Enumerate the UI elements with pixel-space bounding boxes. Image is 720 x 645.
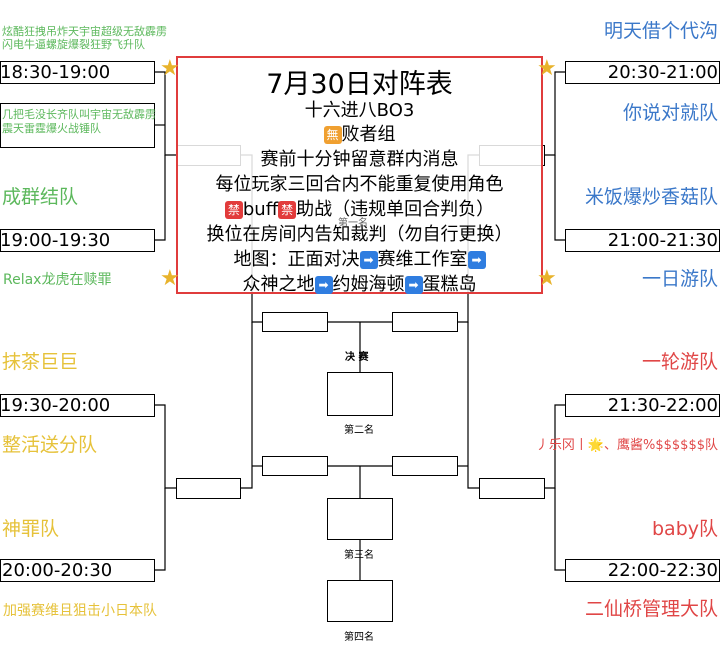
match-box-left-4 — [0, 559, 155, 582]
semi-box-right — [392, 312, 458, 332]
page-title: 7月30日对阵表 — [266, 69, 453, 100]
semi-box-left — [262, 312, 328, 332]
first-place-label: 第一名 — [338, 218, 368, 229]
left-1-team-b: 几把毛没长齐队叫宇宙无敌霹雳震天雷霆爆火战锤队 — [2, 108, 156, 135]
right-2-team-b: 一日游队 — [641, 268, 718, 290]
match-box-left-2 — [0, 229, 155, 252]
third-place-box — [327, 498, 393, 540]
right-2-team-a: 米饭爆炒香菇队 — [584, 186, 718, 208]
match-box-left-3 — [0, 394, 155, 417]
arrow-icon: ➡ — [359, 251, 378, 269]
map-line-2: 众神之地➡约姆海顿➡蛋糕岛 — [178, 270, 541, 296]
map-3: 众神之地 — [242, 274, 315, 295]
left-2-team-a: 成群结队 — [2, 186, 79, 208]
bracket-group-label: 败者组 — [341, 124, 396, 145]
map-2: 赛维工作室 — [377, 249, 468, 270]
right-4-time: 22:00-22:30 — [607, 560, 718, 581]
arrow-icon: ➡ — [314, 276, 333, 294]
second-place-label: 第二名 — [344, 425, 374, 436]
semi-box-left-lower — [262, 456, 328, 476]
right-2-time: 21:00-21:30 — [607, 230, 718, 251]
right-3-team-a: 一轮游队 — [641, 351, 718, 373]
left-4-time: 20:00-20:30 — [2, 560, 113, 581]
rule-line-3: 换位在房间内告知裁判（勿自行更换） — [206, 224, 513, 245]
map-line-1: 地图：正面对决➡赛维工作室➡ — [178, 245, 541, 271]
fourth-place-box — [327, 580, 393, 622]
left-3-team-b: 整活送分队 — [2, 434, 98, 456]
notice-line: 赛前十分钟留意群内消息 — [260, 149, 459, 170]
bracket-group-line: 無败者组 — [178, 120, 541, 146]
star-icon: ★ — [160, 56, 180, 81]
star-icon: ★ — [537, 266, 557, 291]
map-label: 地图：正面对决 — [233, 249, 360, 270]
rule-assist: 助战（违规单回合判负） — [296, 199, 495, 220]
map-4: 约姆海顿 — [332, 274, 405, 295]
arrow-icon: ➡ — [404, 276, 423, 294]
left-2-team-b: Relax龙虎在赎罪 — [3, 272, 112, 288]
left-1-time: 18:30-19:00 — [0, 62, 111, 83]
right-3-team-b: 丿乐冈丨🌟、鹰酱%$$$$$$队 — [535, 438, 718, 453]
ban-emoji-icon: 禁 — [224, 201, 243, 219]
map-5: 蛋糕岛 — [422, 274, 477, 295]
quarter-box-left-2 — [176, 478, 241, 499]
match-box-left-1 — [0, 61, 155, 84]
quarter-box-right-2 — [479, 478, 545, 499]
left-1-team-a: 炫酷狂拽吊炸天宇宙超级无敌霹雳闪电牛逼螺旋爆裂狂野飞升队 — [2, 25, 167, 51]
left-3-team-a: 抹茶巨巨 — [2, 351, 79, 373]
arrow-icon: ➡ — [467, 251, 486, 269]
right-1-time: 20:30-21:00 — [607, 62, 718, 83]
final-winner-box — [327, 372, 393, 416]
right-4-team-a: baby队 — [651, 518, 718, 540]
star-icon: ★ — [160, 266, 180, 291]
round-label: 十六进八BO3 — [304, 100, 415, 121]
fourth-place-label: 第四名 — [344, 632, 374, 643]
ban-emoji-icon: 禁 — [278, 201, 297, 219]
left-4-team-a: 神罪队 — [2, 518, 60, 540]
right-1-team-a: 明天借个代沟 — [603, 20, 718, 42]
left-2-time: 19:00-19:30 — [0, 230, 111, 251]
rule-line-1: 每位玩家三回合内不能重复使用角色 — [215, 174, 504, 195]
info-panel: 7月30日对阵表 十六进八BO3 無败者组 赛前十分钟留意群内消息 每位玩家三回… — [176, 56, 543, 296]
star-icon: ★ — [537, 56, 557, 81]
left-3-time: 19:30-20:00 — [0, 395, 111, 416]
final-label: 决 赛 — [345, 352, 369, 363]
defeat-emoji-icon: 無 — [323, 126, 342, 144]
semi-box-right-lower — [392, 456, 458, 476]
rule-buff: buff — [242, 199, 279, 220]
right-4-team-b: 二仙桥管理大队 — [584, 598, 718, 620]
left-4-team-b: 加强赛维且狙击小日本队 — [3, 603, 157, 619]
third-place-label: 第三名 — [344, 550, 374, 561]
team-box-left-1b — [0, 103, 155, 148]
right-3-time: 21:30-22:00 — [607, 395, 718, 416]
right-1-team-b: 你说对就队 — [622, 102, 718, 124]
